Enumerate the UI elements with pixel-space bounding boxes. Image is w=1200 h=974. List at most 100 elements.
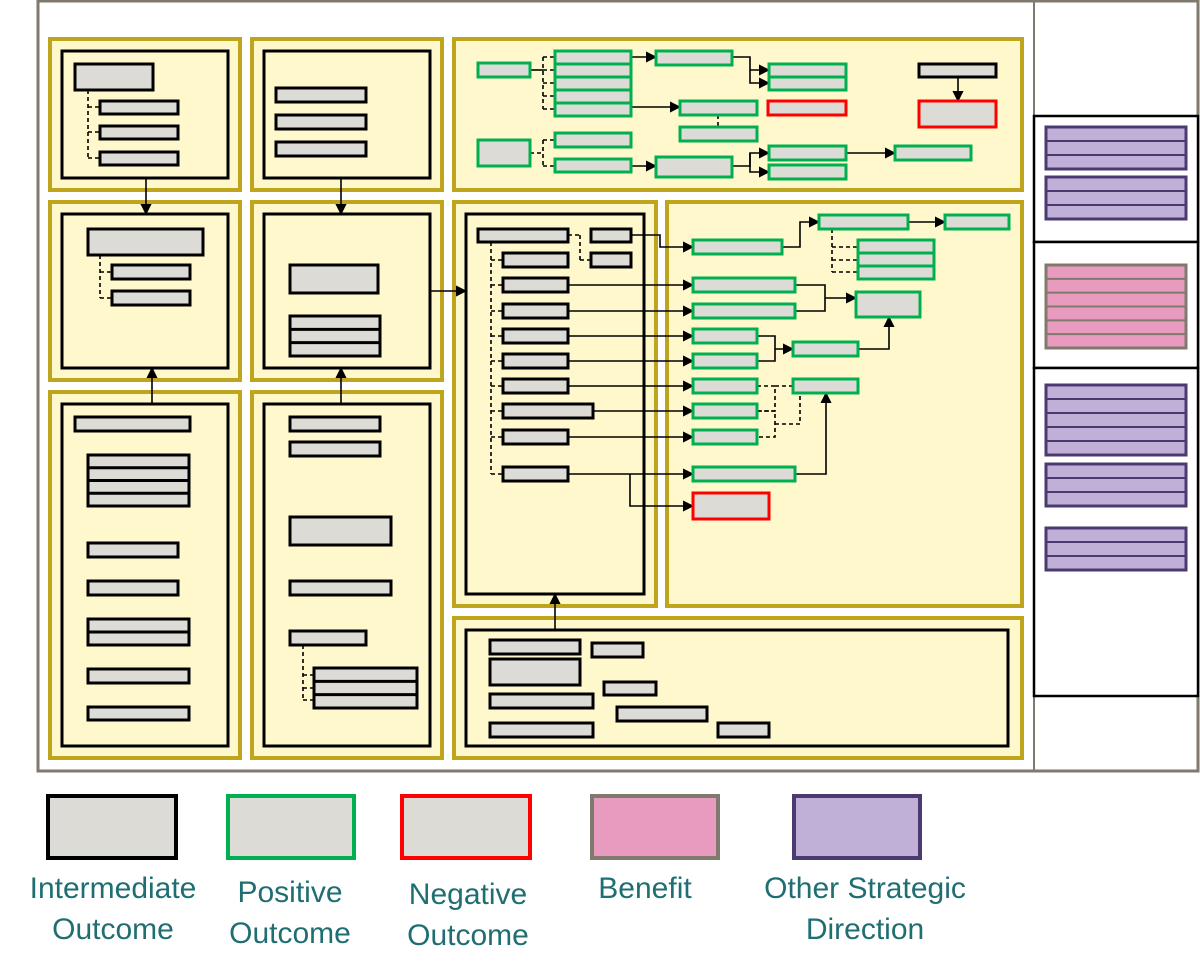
intermediate-outcome-box	[615, 705, 709, 723]
intermediate-outcome-box	[73, 62, 155, 92]
legend-swatch-other	[792, 794, 922, 860]
legend-label-negative-outcome: Negative Outcome	[388, 874, 548, 956]
intermediate-outcome-box	[488, 638, 582, 656]
intermediate-outcome-box	[501, 327, 570, 345]
positive-outcome-box	[791, 340, 860, 358]
intermediate-outcome-box	[288, 314, 382, 358]
legend-label-benefit: Benefit	[575, 868, 715, 909]
dashed-connector	[775, 386, 801, 425]
intermediate-outcome-box	[589, 227, 633, 244]
positive-outcome-box	[691, 352, 759, 370]
positive-outcome-box	[691, 302, 797, 320]
intermediate-outcome-box	[98, 99, 180, 116]
arrow-connector	[749, 70, 771, 89]
intermediate-outcome-box	[501, 251, 570, 269]
intermediate-outcome-box	[288, 579, 393, 597]
intermediate-outcome-box	[86, 579, 180, 597]
strategic-sidebar	[1032, 114, 1200, 698]
intermediate-outcome-box	[274, 86, 368, 104]
intermediate-outcome-box	[288, 629, 368, 647]
positive-outcome-box	[691, 465, 797, 483]
positive-outcome-box	[476, 138, 532, 168]
dashed-connector	[542, 56, 555, 110]
intermediate-outcome-box	[98, 124, 180, 141]
arrow-connector	[858, 315, 895, 350]
dashed-connector	[831, 229, 858, 273]
outcome-boxes-layer	[73, 49, 1011, 739]
intermediate-outcome-box	[86, 541, 180, 559]
connectors-layer	[87, 51, 964, 701]
dashed-connector	[99, 255, 112, 299]
positive-outcome-box	[767, 163, 848, 181]
panel-inner-frame	[464, 628, 1010, 748]
intermediate-outcome-box	[274, 140, 368, 158]
intermediate-outcome-box	[274, 113, 368, 131]
intermediate-outcome-box	[98, 150, 180, 167]
intermediate-outcome-box	[288, 415, 382, 433]
positive-outcome-box	[678, 125, 759, 143]
legend-label-intermediate-outcome: Intermediate Outcome	[18, 868, 208, 950]
legend-label-line: Positive	[237, 876, 343, 909]
strategic-direction-stack	[1044, 175, 1188, 221]
panel-inner-frame	[60, 49, 230, 180]
strategy-panel	[48, 390, 242, 760]
panel-inner-frame	[60, 402, 230, 748]
positive-outcome-box	[767, 144, 848, 162]
intermediate-outcome-box	[501, 276, 570, 294]
positive-outcome-box	[854, 290, 922, 319]
intermediate-outcome-box	[602, 680, 658, 697]
intermediate-outcome-box	[716, 721, 771, 739]
intermediate-outcome-box	[288, 263, 380, 295]
intermediate-outcome-box	[86, 227, 205, 257]
intermediate-outcome-box	[288, 515, 393, 547]
panel-inner-frame	[262, 49, 432, 180]
positive-outcome-box	[654, 49, 734, 67]
legend-swatch-negative	[400, 794, 532, 860]
positive-outcome-box	[691, 327, 759, 345]
arrow-connector	[732, 56, 771, 76]
legend-label-line: Outcome	[229, 917, 351, 950]
intermediate-outcome-box	[288, 440, 382, 458]
positive-outcome-box	[691, 276, 797, 294]
intermediate-outcome-box	[488, 721, 595, 739]
strategic-direction-stack	[1044, 383, 1188, 457]
arrow-connector	[782, 216, 821, 248]
legend-label-line: Negative	[408, 878, 528, 911]
negative-outcome-box	[766, 99, 848, 117]
positive-outcome-box	[553, 49, 633, 118]
intermediate-outcome-box	[86, 705, 191, 722]
intermediate-outcome-box	[501, 302, 570, 320]
negative-outcome-box	[917, 99, 998, 129]
positive-outcome-box	[691, 377, 759, 395]
dashed-connector	[568, 234, 591, 261]
legend-swatch-positive	[226, 794, 356, 860]
intermediate-outcome-box	[488, 692, 595, 710]
positive-outcome-box	[893, 144, 973, 162]
positive-outcome-box	[691, 238, 784, 256]
legend-swatch-intermediate	[46, 794, 178, 860]
legend-label-line: Benefit	[598, 872, 692, 905]
intermediate-outcome-box	[86, 667, 191, 685]
legend	[46, 794, 922, 860]
intermediate-outcome-box	[501, 352, 570, 370]
intermediate-outcome-box	[589, 251, 633, 269]
intermediate-outcome-box	[501, 465, 570, 483]
positive-outcome-box	[476, 61, 532, 79]
arrow-connector	[795, 391, 832, 475]
intermediate-outcome-box	[110, 263, 192, 281]
positive-outcome-box	[856, 238, 936, 281]
positive-outcome-box	[943, 213, 1011, 231]
legend-swatch-benefit	[590, 794, 720, 860]
intermediate-outcome-box	[312, 666, 419, 710]
intermediate-outcome-box	[501, 402, 595, 420]
legend-label-line: Intermediate	[29, 872, 197, 905]
positive-outcome-box	[791, 377, 860, 395]
legend-label-positive-outcome: Positive Outcome	[210, 872, 370, 954]
intermediate-outcome-box	[501, 428, 570, 446]
positive-outcome-box	[678, 99, 759, 117]
intermediate-outcome-box	[917, 62, 998, 79]
positive-outcome-box	[817, 213, 910, 231]
legend-label-line: Other Strategic	[764, 872, 966, 905]
intermediate-outcome-box	[590, 641, 645, 659]
negative-outcome-box	[691, 491, 771, 521]
